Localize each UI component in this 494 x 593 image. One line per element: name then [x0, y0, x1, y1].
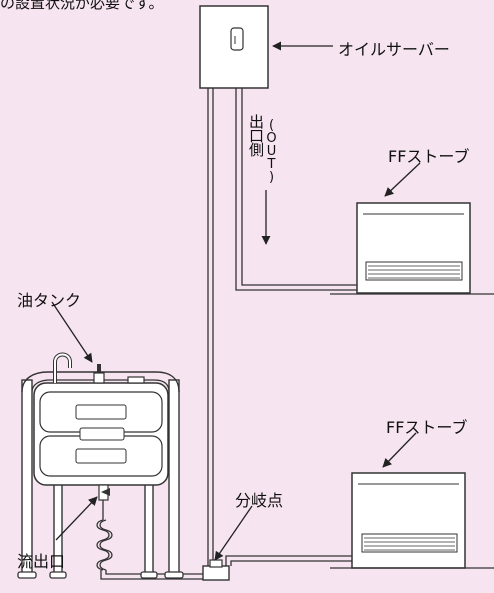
main-supply-pipe [207, 88, 214, 566]
ff-stove-lower [330, 472, 494, 569]
coiled-hose [96, 519, 113, 571]
oil-server-unit [199, 5, 269, 89]
top-caption: の設置状況が必要です。 [0, 0, 164, 12]
ff-stove-upper-label: FFストーブ [388, 147, 470, 166]
arrow-branch-point [214, 505, 253, 561]
arrow-ff-stove-upper [384, 162, 421, 197]
stove-vent-upper [365, 261, 463, 281]
arrow-oil-tank [51, 301, 93, 363]
branch-point-label: 分岐点 [235, 491, 284, 510]
pipe-to-lower-stove [225, 555, 362, 566]
arrow-outflow-port [55, 496, 98, 541]
outlet-side-label: 出口側 [247, 114, 265, 156]
branch-joint [202, 559, 230, 581]
ff-stove-upper [330, 202, 494, 295]
oil-tank-label: 油タンク [17, 291, 82, 310]
stove-vent-lower [361, 533, 458, 553]
oil-server-indicator [230, 27, 244, 51]
arrow-ff-stove-lower [382, 432, 417, 468]
outflow-port-label: 流出口 [17, 552, 66, 571]
outlet-side-sublabel: (OUT) [264, 118, 279, 183]
pipe-to-upper-stove [235, 88, 368, 291]
ff-stove-lower-label: FFストーブ [386, 418, 468, 437]
oil-tank [17, 352, 184, 579]
oil-server-label: オイルサーバー [338, 40, 450, 59]
